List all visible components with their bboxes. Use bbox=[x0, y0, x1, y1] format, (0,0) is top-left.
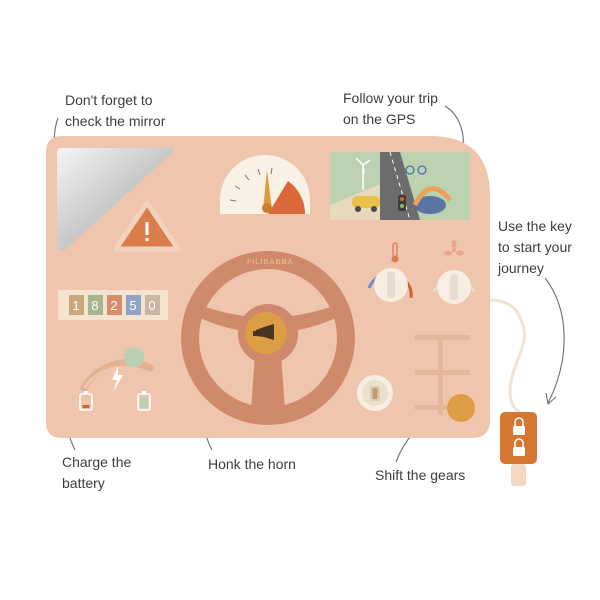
battery-low-icon bbox=[79, 391, 93, 411]
gps-screen[interactable] bbox=[330, 151, 470, 221]
gear-shifter[interactable] bbox=[415, 335, 475, 422]
odometer-digits: 1 8 2 5 0 bbox=[66, 295, 162, 315]
odometer-digit: 1 bbox=[68, 295, 84, 315]
gps-bike bbox=[405, 165, 415, 175]
odometer-digit: 8 bbox=[87, 295, 103, 315]
light-switch[interactable] bbox=[357, 375, 393, 411]
ignition-key[interactable] bbox=[500, 412, 537, 486]
odometer-digit: 5 bbox=[125, 295, 141, 315]
annotation-horn: Honk the horn bbox=[208, 456, 296, 472]
lock-icon bbox=[513, 438, 525, 456]
annotation-gears: Shift the gears bbox=[375, 467, 466, 483]
annotation-mirror: Don't forget to check the mirror bbox=[65, 92, 166, 129]
annotation-key: Use the key to start your journey bbox=[498, 218, 572, 276]
gear-knob[interactable] bbox=[447, 394, 475, 422]
odometer-digit: 0 bbox=[144, 295, 160, 315]
speedometer bbox=[220, 155, 310, 214]
temperature-knob[interactable] bbox=[367, 242, 413, 302]
warning-triangle-icon bbox=[145, 222, 149, 235]
annotation-gps: Follow your trip on the GPS bbox=[343, 90, 438, 127]
lightning-icon bbox=[112, 366, 123, 392]
lock-icon bbox=[513, 417, 525, 435]
battery-slider[interactable] bbox=[79, 347, 154, 411]
thermometer-icon bbox=[391, 242, 399, 263]
gps-lake bbox=[414, 196, 446, 214]
annotation-battery: Charge the battery bbox=[62, 454, 132, 491]
fan-knob[interactable] bbox=[432, 240, 476, 304]
horn-icon bbox=[253, 324, 274, 340]
warning-button[interactable] bbox=[113, 200, 181, 252]
mirror[interactable] bbox=[57, 148, 174, 251]
wheel-brand-label: FILIBABBA bbox=[247, 259, 294, 266]
fan-icon bbox=[444, 240, 464, 256]
key-cord bbox=[489, 298, 527, 414]
battery-full-icon bbox=[137, 391, 151, 411]
gps-car bbox=[352, 196, 380, 208]
battery-knob[interactable] bbox=[124, 347, 144, 367]
odometer-digit: 2 bbox=[106, 295, 122, 315]
horn-button[interactable] bbox=[245, 312, 287, 354]
